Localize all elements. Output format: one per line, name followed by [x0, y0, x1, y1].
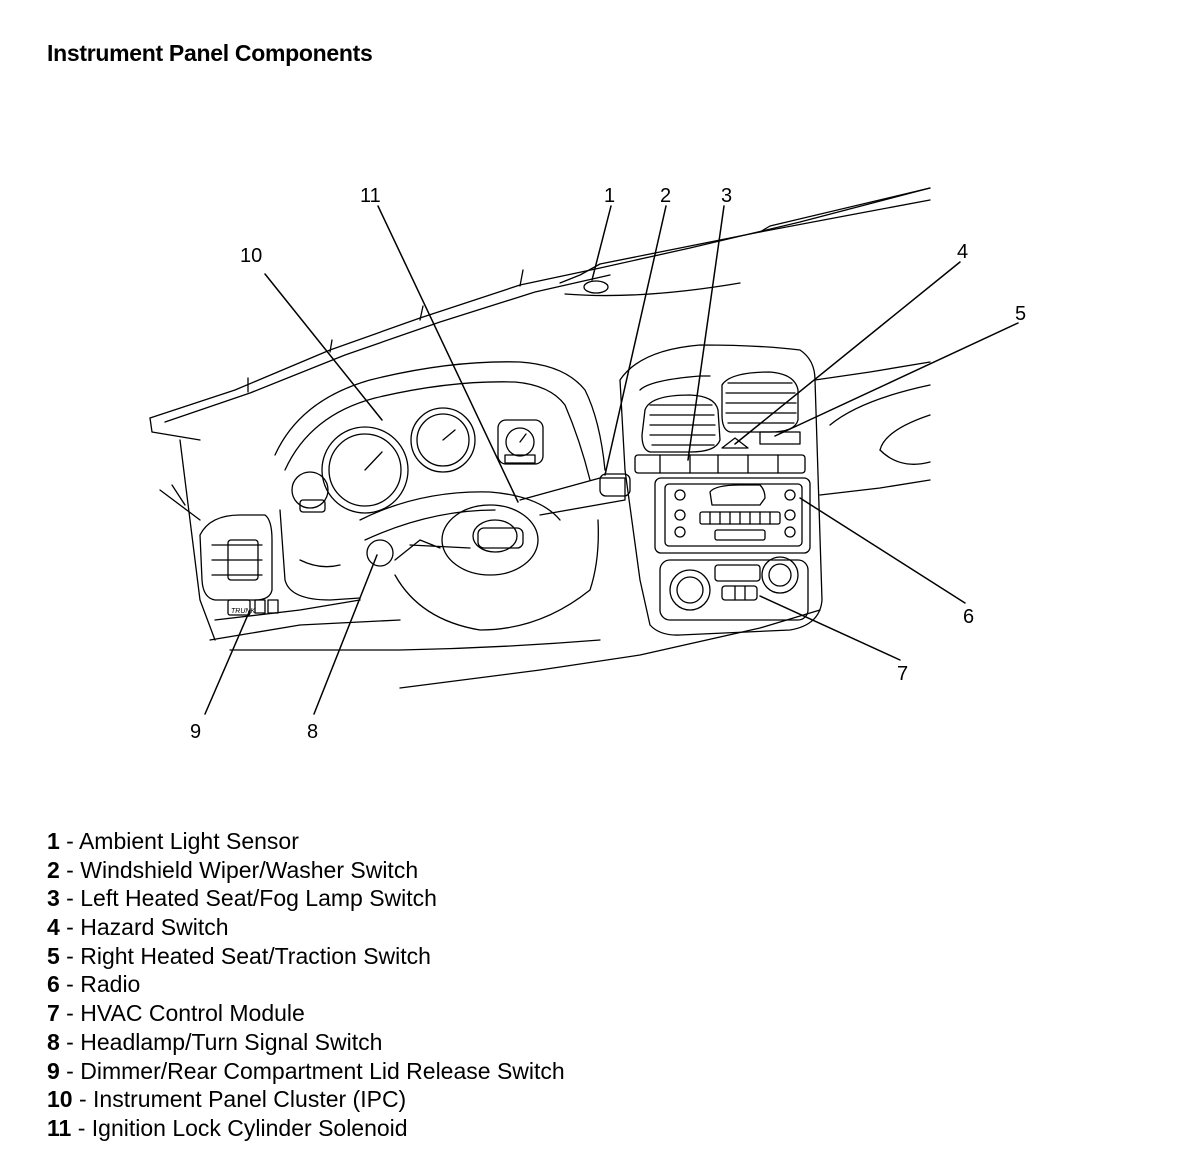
legend-item: 6 - Radio	[47, 971, 141, 998]
callout-11: 11	[360, 185, 381, 207]
right-dash	[814, 361, 931, 496]
legend-item: 5 - Right Heated Seat/Traction Switch	[47, 942, 431, 969]
legend-item: 2 - Windshield Wiper/Washer Switch	[47, 856, 419, 883]
trunk-switch-label: TRUNK	[231, 608, 255, 615]
callout-1: 1	[604, 185, 615, 207]
radio-unit	[654, 477, 811, 554]
legend-item: 3 - Left Heated Seat/Fog Lamp Switch	[47, 885, 437, 912]
steering-column	[299, 473, 631, 631]
callout-7: 7	[897, 663, 908, 685]
center-vents	[641, 371, 799, 453]
callout-8: 8	[307, 721, 318, 743]
legend-item: 9 - Dimmer/Rear Compartment Lid Release …	[47, 1057, 565, 1084]
callout-5: 5	[1015, 303, 1026, 325]
switch-row	[634, 431, 806, 474]
page-title: Instrument Panel Components	[47, 40, 373, 66]
callout-9: 9	[190, 721, 201, 743]
instrument-cluster-gauges	[291, 407, 544, 514]
cluster-hood	[274, 361, 606, 601]
callout-4: 4	[957, 241, 968, 263]
legend-item: 4 - Hazard Switch	[47, 914, 229, 941]
callout-3: 3	[721, 185, 732, 207]
lower-dash	[179, 439, 821, 689]
leader-lines	[204, 205, 1019, 715]
callout-10: 10	[240, 245, 262, 267]
legend-item: 8 - Headlamp/Turn Signal Switch	[47, 1028, 383, 1055]
legend-item: 10 - Instrument Panel Cluster (IPC)	[47, 1086, 407, 1113]
center-stack	[619, 344, 823, 636]
legend-item: 7 - HVAC Control Module	[47, 1000, 305, 1027]
ambient-light-sensor	[583, 280, 609, 294]
legend-item: 11 - Ignition Lock Cylinder Solenoid	[47, 1114, 408, 1141]
dashboard-top-outline	[149, 187, 931, 441]
callout-6: 6	[963, 606, 974, 628]
hvac-control	[659, 556, 809, 621]
legend-item: 1 - Ambient Light Sensor	[47, 828, 299, 854]
instrument-panel-diagram: TRUNK 1 2 3 4 5 6 7 8 9 10 11	[149, 185, 1026, 743]
component-legend: 1 - Ambient Light Sensor 2 - Windshield …	[47, 827, 565, 1143]
left-vent	[159, 484, 401, 641]
callout-2: 2	[660, 185, 671, 207]
